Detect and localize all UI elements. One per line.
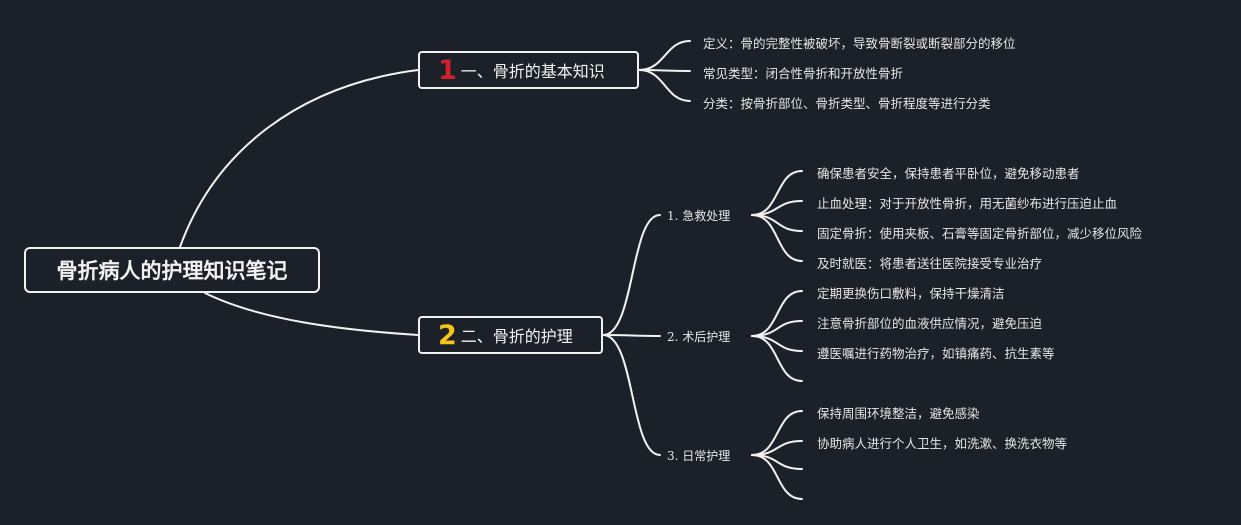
emergency-item[interactable]: 止血处理：对于开放性骨折，用无菌纱布进行压迫止血 — [817, 196, 1118, 211]
root-to-section1-line — [179, 69, 419, 248]
sub2-leaf1-line — [751, 290, 803, 337]
section-2-topic[interactable]: 2 二、骨折的护理 — [418, 316, 603, 354]
sub3-leaf4-line — [751, 454, 803, 500]
root-topic-label: 骨折病人的护理知识笔记 — [56, 259, 288, 283]
emergency-item[interactable]: 及时就医：将患者送往医院接受专业治疗 — [817, 256, 1043, 271]
postop-item[interactable]: 定期更换伤口敷料，保持干燥清洁 — [817, 286, 1005, 301]
section2-to-sub1-line — [602, 214, 661, 336]
subsection-postop[interactable]: 2. 术后护理 — [667, 330, 731, 344]
emergency-item[interactable]: 确保患者安全，保持患者平卧位，避免移动患者 — [817, 166, 1080, 181]
emergency-item[interactable]: 固定骨折：使用夹板、石膏等固定骨折部位，减少移位风险 — [817, 226, 1143, 241]
section-1-topic[interactable]: 1 一、骨折的基本知识 — [418, 51, 639, 89]
subsection-emergency[interactable]: 1. 急救处理 — [667, 209, 731, 223]
section-1-label: 一、骨折的基本知识 — [460, 62, 605, 81]
section-1-item[interactable]: 常见类型：闭合性骨折和开放性骨折 — [703, 66, 904, 81]
section1-to-item3-line — [638, 69, 691, 102]
subsection-daily[interactable]: 3. 日常护理 — [667, 449, 731, 463]
root-to-section2-line — [204, 292, 419, 336]
daily-item[interactable]: 保持周围环境整洁，避免感染 — [817, 406, 980, 421]
postop-item[interactable]: 遵医嘱进行药物治疗，如镇痛药、抗生素等 — [817, 346, 1055, 361]
sub2-leaf4-line — [751, 335, 803, 382]
section-1-item[interactable]: 分类：按骨折部位、骨折类型、骨折程度等进行分类 — [703, 96, 991, 111]
daily-item[interactable]: 协助病人进行个人卫生，如洗漱、换洗衣物等 — [817, 436, 1068, 451]
root-topic[interactable]: 骨折病人的护理知识笔记 — [24, 247, 320, 293]
section-1-item[interactable]: 定义：骨的完整性被破坏，导致骨断裂或断裂部分的移位 — [703, 36, 1016, 51]
sub1-leaf4-line — [751, 214, 803, 262]
section-2-label: 二、骨折的护理 — [460, 327, 573, 346]
section1-to-item1-line — [638, 40, 691, 71]
number-2-badge: 2 — [438, 319, 457, 351]
section2-to-sub3-line — [602, 334, 661, 456]
number-1-badge: 1 — [438, 54, 457, 86]
postop-item[interactable]: 注意骨折部位的血液供应情况，避免压迫 — [817, 316, 1043, 331]
section2-to-sub2-line — [602, 334, 661, 337]
